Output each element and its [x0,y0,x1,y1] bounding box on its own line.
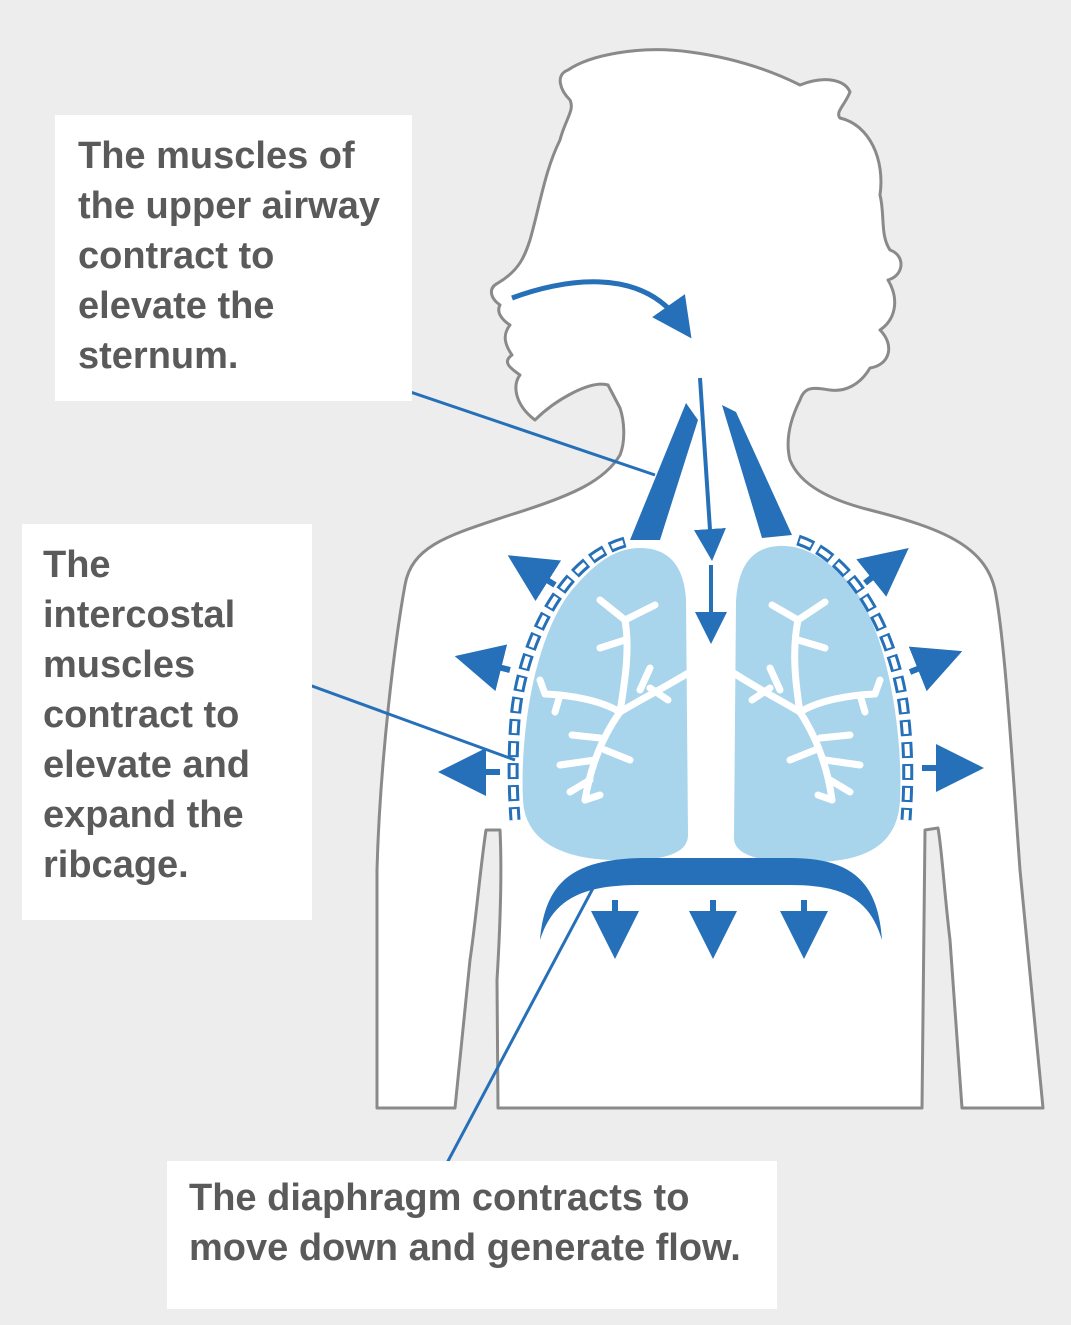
diaphragm [540,858,882,940]
label-upper-airway: The muscles of the upper airway contract… [55,115,412,401]
diaphragm-down-arrows [591,900,828,959]
ribcage-expansion-arrows [438,548,984,796]
airflow-arrow-trachea-top [693,377,726,561]
right-bronchial-tree [728,598,884,804]
leader-line-diaphragm [445,874,602,1164]
left-bronchial-tree [536,596,694,804]
leader-line-airway [374,378,656,477]
label-diaphragm: The diaphragm contracts to move down and… [167,1161,777,1309]
left-neck-muscle [630,403,698,540]
right-neck-muscle [722,405,792,538]
airflow-arrow-mouth [511,279,692,339]
leader-line-intercostal [289,676,516,762]
label-intercostal-muscles: The intercostal muscles contract to elev… [22,524,312,920]
